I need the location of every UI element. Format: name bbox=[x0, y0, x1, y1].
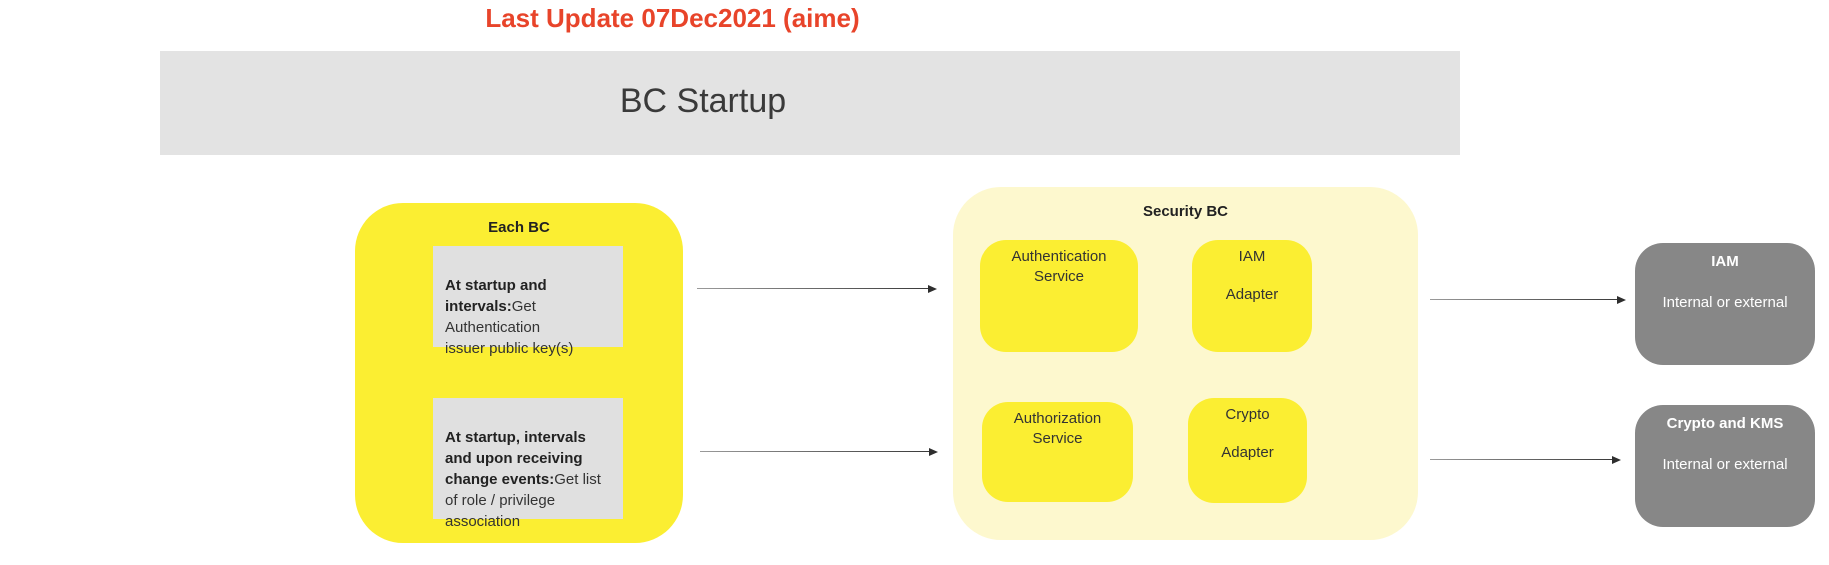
change-events-note: At startup, intervals and upon receiving… bbox=[433, 398, 623, 530]
arrow-securitybc-to-iam bbox=[1430, 295, 1626, 304]
security-bc-label: Security BC bbox=[1142, 203, 1229, 220]
authentication-service-box: Authentication Service bbox=[980, 240, 1138, 352]
external-iam-subtitle: Internal or external bbox=[1662, 294, 1788, 311]
service-line: Adapter bbox=[1225, 286, 1279, 303]
service-line: Service bbox=[1033, 268, 1085, 285]
arrow-eachbc-to-securitybc-bottom bbox=[700, 447, 938, 456]
external-crypto-kms-title: Crypto and KMS bbox=[1666, 415, 1784, 432]
security-bc-group: Security BC Authentication Service IAM A… bbox=[953, 187, 1418, 540]
service-line: IAM bbox=[1238, 248, 1266, 265]
external-iam-box: IAM Internal or external bbox=[1635, 243, 1815, 365]
service-line: Authorization bbox=[1013, 410, 1102, 427]
arrow-securitybc-to-cryptokms bbox=[1430, 455, 1621, 464]
each-bc-group: Each BC At startup and intervals:Get Aut… bbox=[355, 203, 683, 543]
bc-startup-label: BC Startup bbox=[619, 82, 787, 120]
note-heading: At startup, intervals and upon receiving… bbox=[445, 429, 586, 488]
service-line: Authentication bbox=[1011, 248, 1107, 265]
note-heading: At startup and intervals: bbox=[445, 277, 547, 315]
note-body: Get list of role / privilege association bbox=[445, 471, 601, 530]
last-update-title: Last Update 07Dec2021 (aime) bbox=[485, 3, 860, 33]
iam-adapter-box: IAM Adapter bbox=[1192, 240, 1312, 352]
service-line: Adapter bbox=[1221, 444, 1274, 461]
external-crypto-kms-box: Crypto and KMS Internal or external bbox=[1635, 405, 1815, 527]
service-line: Crypto bbox=[1225, 406, 1270, 423]
external-iam-title: IAM bbox=[1711, 253, 1739, 270]
startup-intervals-note: At startup and intervals:Get Authenticat… bbox=[433, 246, 623, 357]
crypto-adapter-box: Crypto Adapter bbox=[1188, 398, 1307, 503]
authorization-service-box: Authorization Service bbox=[982, 402, 1133, 502]
note-body: Get Authentication issuer public key(s) bbox=[445, 298, 574, 357]
service-line: Service bbox=[1032, 430, 1083, 447]
bc-startup-banner: BC Startup bbox=[160, 51, 1460, 155]
external-crypto-kms-subtitle: Internal or external bbox=[1662, 456, 1788, 473]
arrow-eachbc-to-securitybc-top bbox=[697, 284, 937, 293]
each-bc-label: Each BC bbox=[488, 219, 550, 236]
